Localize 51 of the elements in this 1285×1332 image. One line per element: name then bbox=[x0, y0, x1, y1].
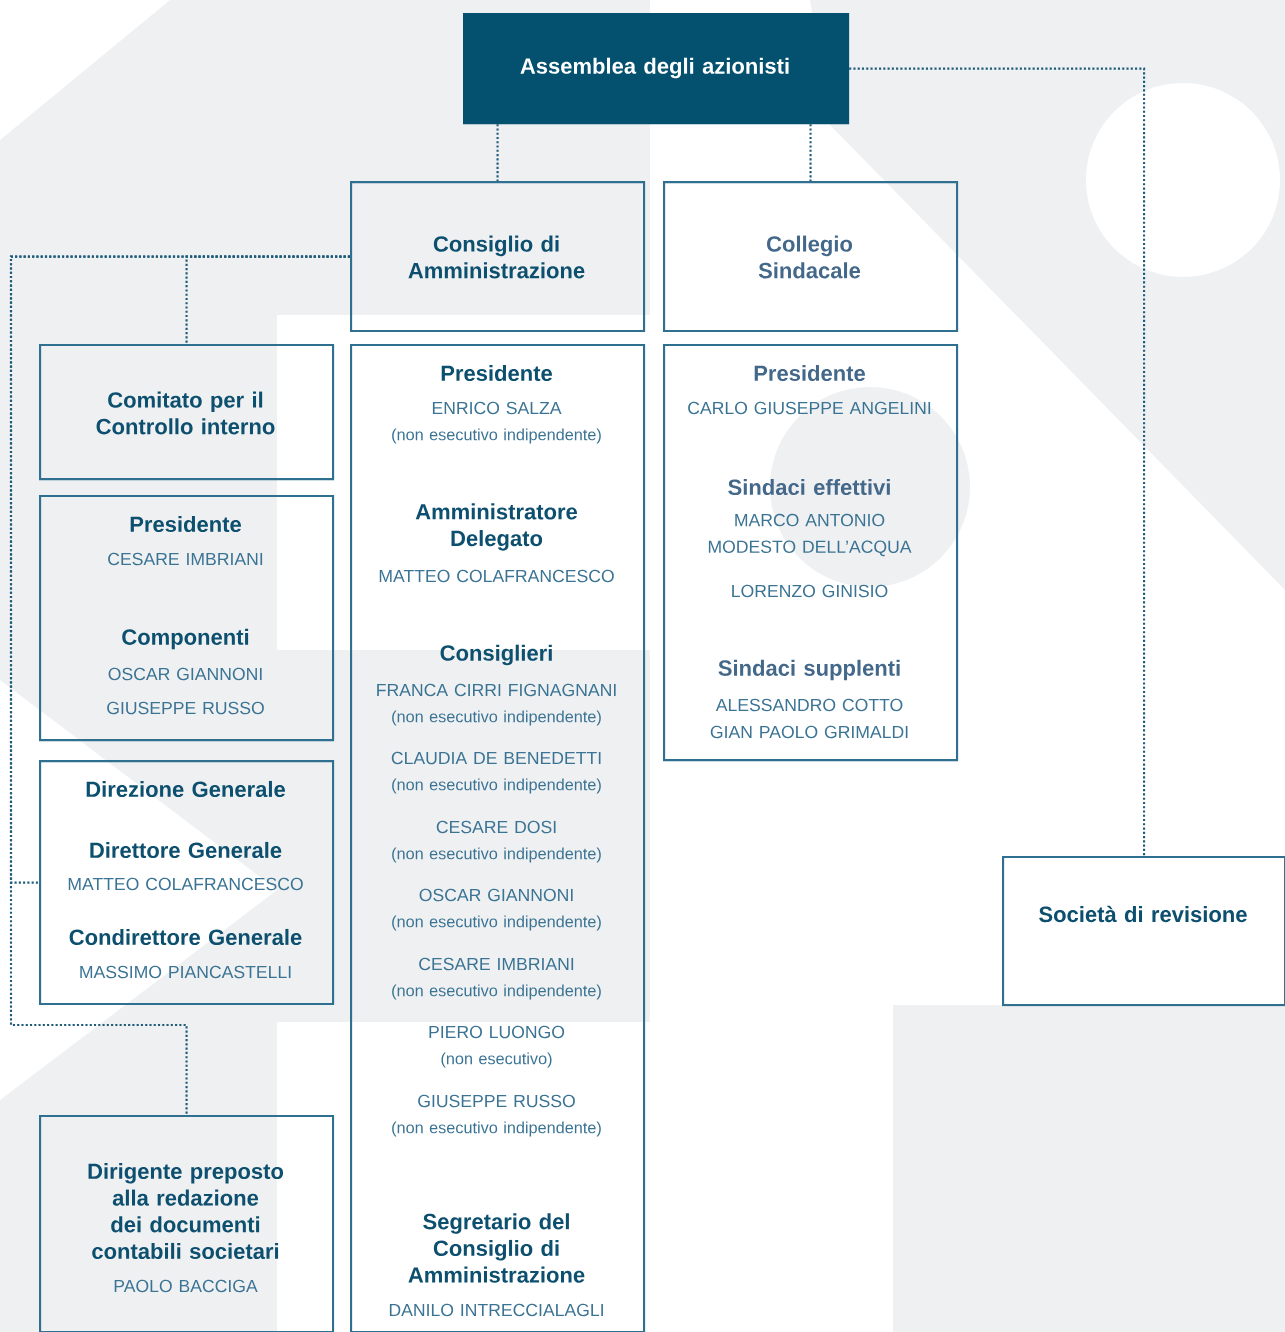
role-note: (non esecutivo indipendente) bbox=[392, 710, 601, 726]
person-name: CLAUDIA DE BENEDETTI bbox=[391, 751, 601, 765]
role-note: (non esecutivo indipendente) bbox=[392, 428, 601, 444]
person-name: ENRICO SALZA bbox=[432, 401, 562, 415]
person-name: MARCO ANTONIO MODESTO DELL’ACQUA bbox=[708, 513, 912, 557]
role-heading: Condirettore Generale bbox=[69, 928, 302, 946]
box-title: Assemblea degli azionisti bbox=[520, 57, 789, 79]
role-heading: Comitato per il Controllo interno bbox=[96, 391, 275, 435]
connector-line bbox=[9, 255, 350, 1115]
role-heading: Presidente bbox=[754, 364, 865, 382]
role-heading: Direzione Generale bbox=[86, 780, 285, 798]
person-name: GIUSEPPE RUSSO bbox=[107, 701, 264, 715]
person-name: GIAN PAOLO GRIMALDI bbox=[710, 725, 908, 739]
person-name: MATTEO COLAFRANCESCO bbox=[68, 877, 303, 891]
role-heading: Consiglio di Amministrazione bbox=[408, 235, 585, 279]
person-name: OSCAR GIANNONI bbox=[419, 888, 573, 902]
person-name: MATTEO COLAFRANCESCO bbox=[379, 569, 614, 583]
person-name: GIUSEPPE RUSSO bbox=[418, 1094, 575, 1108]
person-name: FRANCA CIRRI FIGNAGNANI bbox=[377, 683, 616, 697]
role-heading: Amministratore Delegato bbox=[415, 503, 578, 551]
role-heading: Presidente bbox=[441, 364, 552, 382]
role-heading: Consiglieri bbox=[440, 644, 552, 666]
person-name: DANILO INTRECCIALAGLI bbox=[389, 1303, 603, 1317]
person-name: PAOLO BACCIGA bbox=[114, 1279, 258, 1293]
role-note: (non esecutivo indipendente) bbox=[392, 915, 601, 931]
role-heading: Direttore Generale bbox=[90, 841, 282, 859]
role-note: (non esecutivo indipendente) bbox=[392, 778, 601, 794]
connector-line bbox=[849, 67, 1146, 856]
person-name: LORENZO GINISIO bbox=[732, 584, 888, 598]
role-heading: Società di revisione bbox=[1039, 905, 1247, 923]
role-heading: Collegio Sindacale bbox=[758, 235, 861, 279]
role-heading: Sindaci supplenti bbox=[718, 659, 900, 681]
person-name: CESARE DOSI bbox=[436, 820, 556, 834]
role-heading: Componenti bbox=[122, 628, 249, 650]
role-heading: Presidente bbox=[130, 515, 241, 533]
role-heading: Dirigente preposto alla redazione dei documenti contabili societari bbox=[88, 1162, 284, 1260]
connector-line bbox=[809, 124, 812, 181]
role-note: (non esecutivo indipendente) bbox=[392, 1121, 601, 1137]
person-name: CESARE IMBRIANI bbox=[419, 957, 574, 971]
person-name: OSCAR GIANNONI bbox=[108, 667, 262, 681]
role-note: (non esecutivo indipendente) bbox=[392, 984, 601, 1000]
person-name: CESARE IMBRIANI bbox=[108, 552, 263, 566]
person-name: CARLO GIUSEPPE ANGELINI bbox=[688, 401, 931, 415]
person-name: PIERO LUONGO bbox=[429, 1025, 565, 1039]
role-note: (non esecutivo) bbox=[441, 1052, 552, 1068]
person-name: MASSIMO PIANCASTELLI bbox=[80, 965, 291, 979]
connector-line bbox=[496, 124, 499, 181]
person-name: ALESSANDRO COTTO bbox=[715, 698, 903, 712]
role-note: (non esecutivo indipendente) bbox=[392, 847, 601, 863]
role-heading: Segretario del Consiglio di Amministrazione bbox=[408, 1213, 585, 1283]
role-heading: Sindaci effettivi bbox=[728, 478, 890, 496]
